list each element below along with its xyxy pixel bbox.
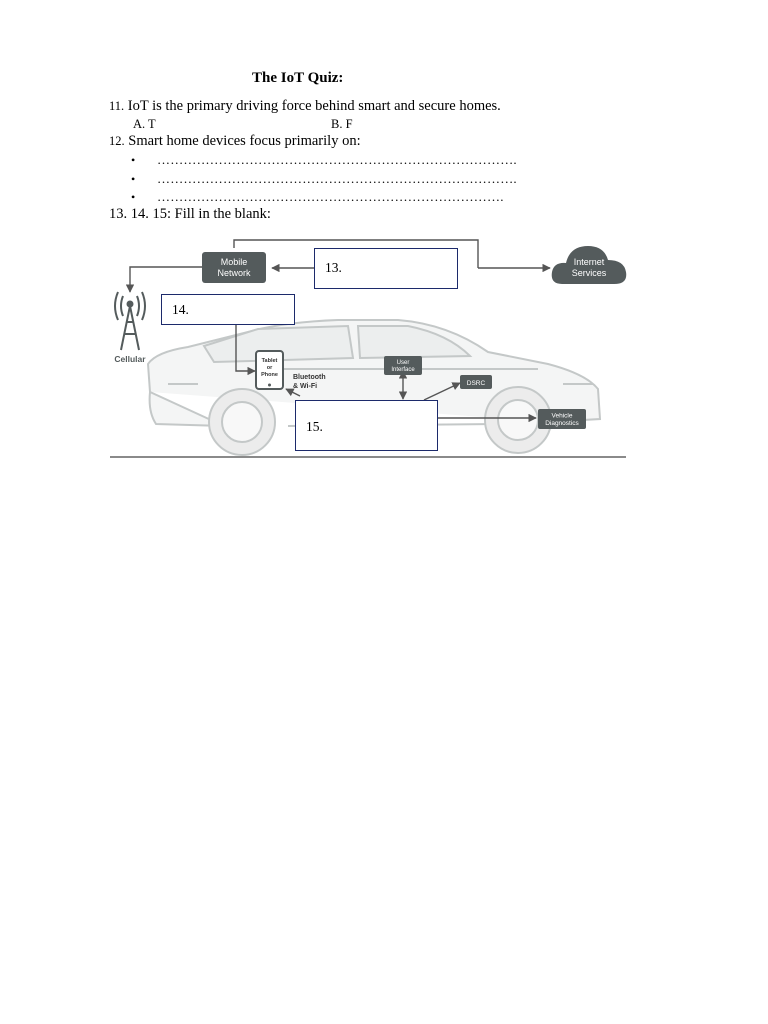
question-11-text: IoT is the primary driving force behind … <box>127 98 501 114</box>
tablet-phone-icon: Tablet or Phone <box>255 350 284 390</box>
car-illustration <box>146 319 602 456</box>
cellular-tower-icon <box>114 291 146 351</box>
answer-blank-3[interactable]: • ……………………………………………………………………. <box>131 189 504 205</box>
blank-line: ………………………………………………………………………. <box>157 152 517 167</box>
vehicle-diagnostics-label-2: Diagnostics <box>545 420 579 427</box>
answer-box-13[interactable]: 13. <box>314 248 458 289</box>
quiz-title: The IoT Quiz: <box>252 70 344 86</box>
mobile-network-label-1: Mobile <box>221 257 248 267</box>
bluetooth-label-2: & Wi-Fi <box>293 383 317 390</box>
internet-services-label-1: Internet <box>574 257 605 267</box>
connector-lines <box>125 239 551 423</box>
mobile-network-label-2: Network <box>217 268 251 278</box>
question-12: 12. Smart home devices focus primarily o… <box>109 133 361 150</box>
connected-car-diagram: Mobile Network Internet Services Cellula… <box>110 239 627 458</box>
question-13-15: 13. 14. 15: Fill in the blank: <box>109 206 271 222</box>
answer-box-14[interactable]: 14. <box>161 294 295 325</box>
question-12-text: Smart home devices focus primarily on: <box>128 133 361 149</box>
bullet: • <box>131 172 136 186</box>
question-11-number: 11. <box>109 99 125 113</box>
answer-blank-1[interactable]: • ………………………………………………………………………. <box>131 152 517 168</box>
bluetooth-label-1: Bluetooth <box>293 374 326 381</box>
answer-blank-2[interactable]: • ………………………………………………………………………. <box>131 171 517 187</box>
mobile-network-node: Mobile Network <box>202 252 266 283</box>
blank-line: ……………………………………………………………………. <box>157 189 504 204</box>
bullet: • <box>131 153 136 167</box>
tablet-label-3: Phone <box>261 372 278 378</box>
vehicle-diagnostics-node: Vehicle Diagnostics <box>538 409 586 429</box>
blank-line: ………………………………………………………………………. <box>157 171 517 186</box>
internet-services-cloud-icon: Internet Services <box>551 246 627 284</box>
answer-box-14-label: 14. <box>172 302 189 317</box>
bullet: • <box>131 190 136 204</box>
cellular-label: Cellular <box>114 354 146 364</box>
question-11-option-b: B. F <box>331 117 353 131</box>
dsrc-label: DSRC <box>467 380 486 387</box>
user-interface-node: User Interface <box>384 356 422 375</box>
question-12-number: 12. <box>109 134 125 148</box>
vehicle-diagnostics-label-1: Vehicle <box>552 413 573 420</box>
tablet-label-2: or <box>267 365 273 371</box>
internet-services-label-2: Services <box>572 268 607 278</box>
question-11: 11. IoT is the primary driving force beh… <box>109 98 501 115</box>
dsrc-node: DSRC <box>460 375 492 389</box>
answer-box-13-label: 13. <box>325 260 342 275</box>
user-interface-label-2: Interface <box>391 367 415 373</box>
question-11-option-a: A. T <box>133 117 156 131</box>
answer-box-15-label: 15. <box>306 419 323 434</box>
answer-box-15[interactable]: 15. <box>295 400 438 451</box>
tablet-label-1: Tablet <box>262 358 278 364</box>
user-interface-label-1: User <box>397 360 410 366</box>
